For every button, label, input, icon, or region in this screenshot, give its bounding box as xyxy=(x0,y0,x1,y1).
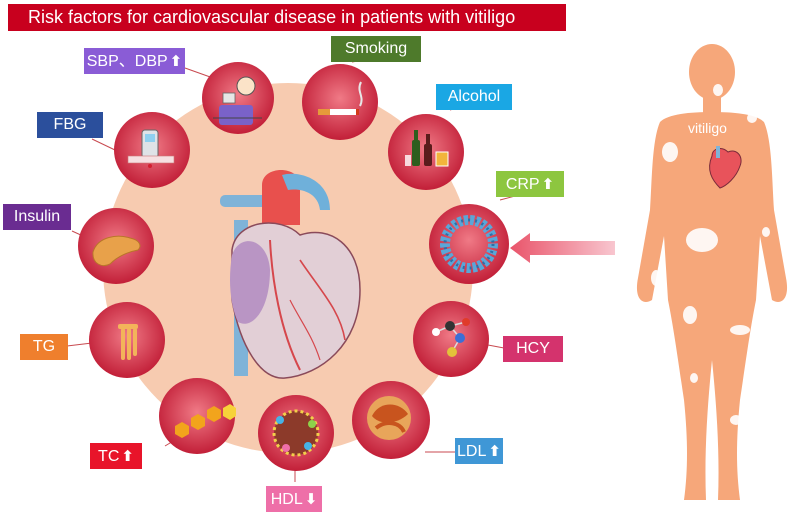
label-text: TC xyxy=(98,448,120,465)
label-alcohol: Alcohol xyxy=(436,84,512,110)
page-title: Risk factors for cardiovascular disease … xyxy=(8,4,566,31)
label-text: LDL xyxy=(457,443,487,460)
label-tg: TG xyxy=(20,334,68,360)
label-text: SBP、DBP xyxy=(86,53,168,70)
glucose-meter-icon xyxy=(127,129,175,168)
label-text: CRP xyxy=(505,176,540,193)
alcohol-bottles-icon xyxy=(405,130,449,167)
circle-smoking xyxy=(302,64,378,140)
arrow-down-icon: ⬇ xyxy=(304,490,318,508)
label-text: Alcohol xyxy=(447,88,501,105)
label-tc: TC⬆ xyxy=(90,443,142,469)
ldl-icon xyxy=(367,396,411,440)
label-hdl: HDL⬇ xyxy=(266,486,322,512)
label-insulin: Insulin xyxy=(3,204,71,230)
label-crp: CRP⬆ xyxy=(496,171,564,197)
human-body-figure xyxy=(636,44,788,500)
cholesterol-icon xyxy=(175,404,236,438)
blood-pressure-icon xyxy=(213,76,262,125)
label-text: HCY xyxy=(516,340,550,357)
arrow-up-icon: ⬆ xyxy=(169,52,183,70)
arrow-up-icon: ⬆ xyxy=(488,442,501,460)
label-hcy: HCY xyxy=(503,336,563,362)
hdl-particle-icon xyxy=(272,409,320,457)
label-blood-pressure: SBP、DBP⬆ xyxy=(84,48,185,74)
label-text: TG xyxy=(32,338,56,355)
label-ldl: LDL⬆ xyxy=(455,438,503,464)
crp-protein-icon xyxy=(440,215,498,273)
heart-illustration-icon xyxy=(220,170,361,379)
small-heart-icon xyxy=(709,146,742,189)
label-text: FBG xyxy=(53,116,87,133)
pancreas-icon xyxy=(92,235,141,266)
cigarette-icon xyxy=(318,81,363,115)
vitiligo-patches xyxy=(651,84,770,425)
circle-hcy xyxy=(413,301,489,377)
label-text: HDL xyxy=(270,491,303,508)
pink-arrow xyxy=(510,233,615,263)
label-fbg: FBG xyxy=(37,112,103,138)
arrow-up-icon: ⬆ xyxy=(121,447,134,465)
hcy-molecule-icon xyxy=(432,318,470,357)
vitiligo-label: vitiligo xyxy=(688,120,727,136)
label-smoking: Smoking xyxy=(331,36,421,62)
arrow-up-icon: ⬆ xyxy=(541,175,555,193)
triglyceride-icon xyxy=(118,324,138,360)
label-text: Insulin xyxy=(13,208,61,225)
label-text: Smoking xyxy=(344,40,408,57)
